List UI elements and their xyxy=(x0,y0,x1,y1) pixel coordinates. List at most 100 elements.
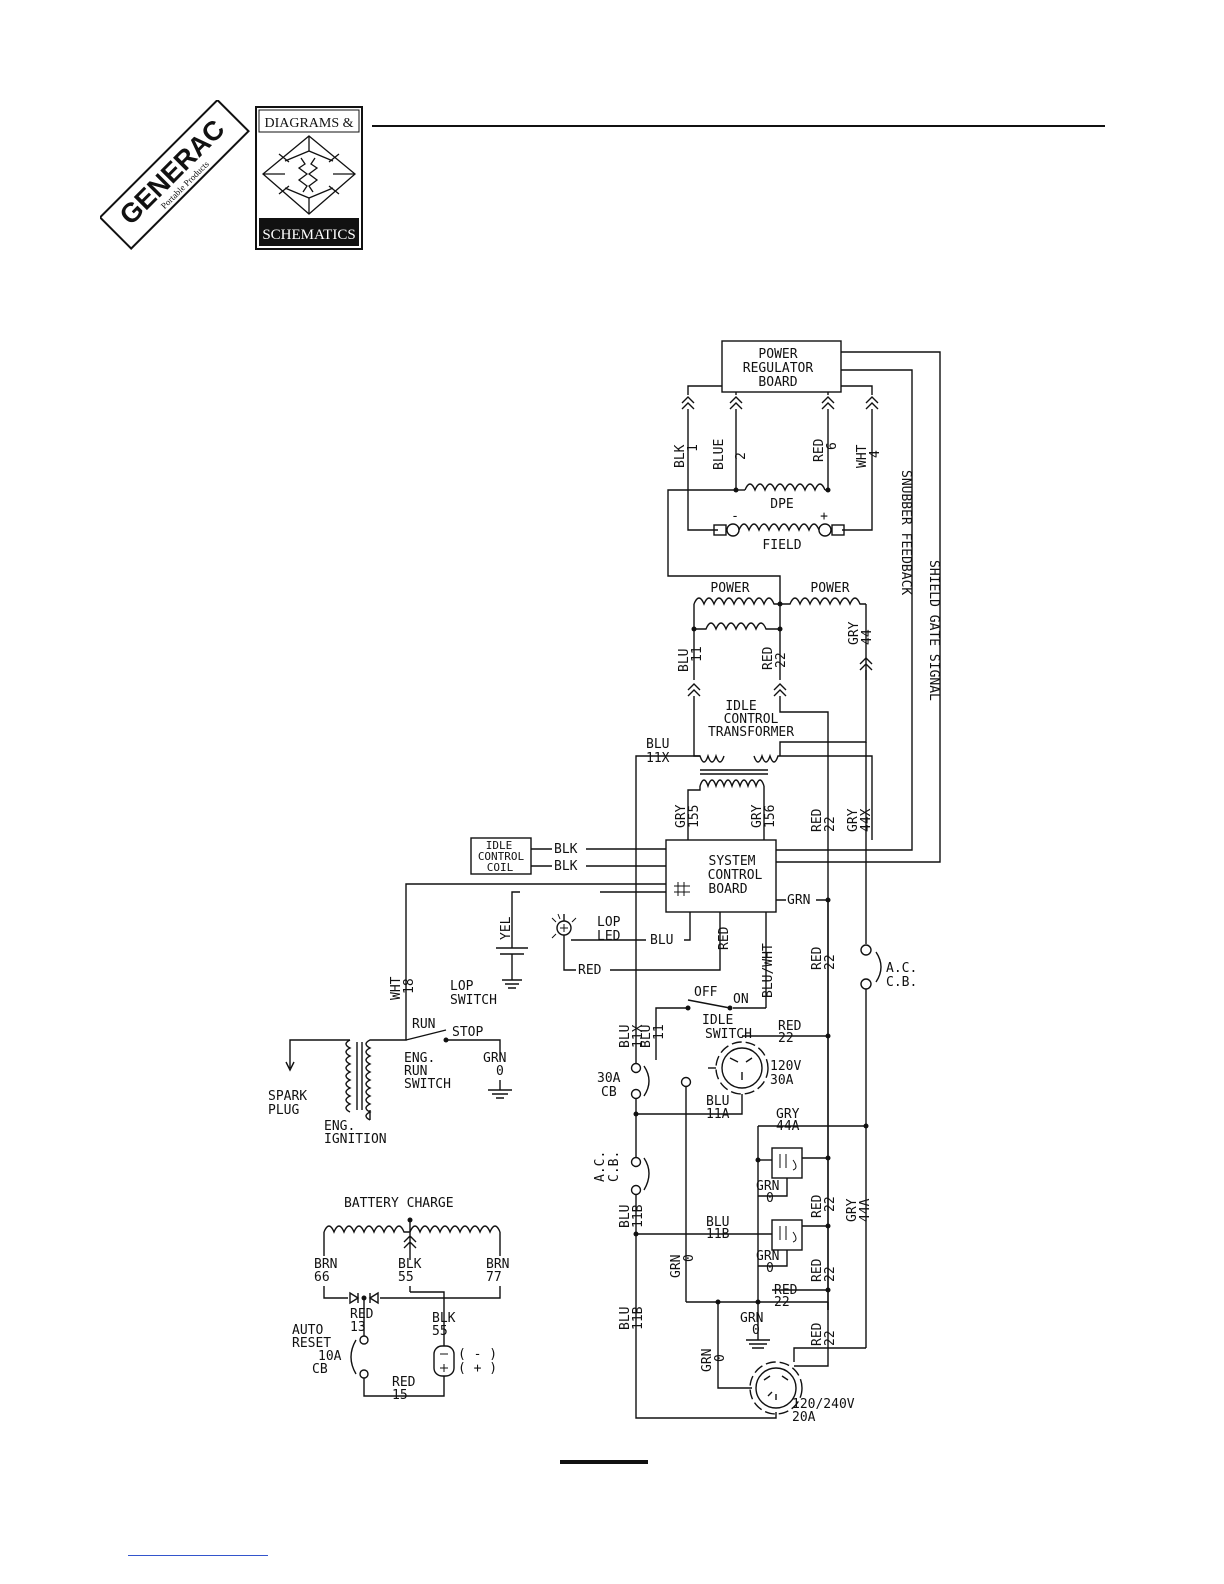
blu-11a-1: BLU xyxy=(706,1094,729,1109)
gry-44a-v-2: 44A xyxy=(858,1198,873,1222)
system-control-board: SYSTEM CONTROL BOARD xyxy=(665,839,777,913)
gry-155-label-2: 155 xyxy=(687,805,702,828)
connector-chevrons xyxy=(681,396,879,410)
blu-11b-c-1: BLU xyxy=(618,1307,633,1330)
gry-44x-label-1: GRY xyxy=(846,808,861,832)
brn-77-1: BRN xyxy=(486,1257,509,1272)
eng-run-label-2: RUN xyxy=(404,1064,427,1079)
eng-ignition-label-1: ENG. xyxy=(324,1119,355,1134)
idle-transformer-label-1: IDLE xyxy=(725,699,756,714)
blu-11b-c-2: 11B xyxy=(631,1306,646,1330)
eng-run-label-1: ENG. xyxy=(404,1051,435,1066)
wire-label-red: RED xyxy=(812,438,827,462)
red-22-f-1: RED xyxy=(774,1283,798,1298)
yel-label: YEL xyxy=(499,916,514,940)
grn-0-r1-1: GRN xyxy=(756,1179,779,1194)
off-label: OFF xyxy=(694,985,718,1000)
blu-led-label: BLU xyxy=(650,933,673,948)
spark-plug-label-2: PLUG xyxy=(268,1103,299,1118)
receptacle-120-240v-20a: 120/240V 20A xyxy=(749,1361,855,1425)
red-22-mid-1: RED xyxy=(810,946,825,970)
blu-11b-a-1: BLU xyxy=(618,1205,633,1228)
acb-right-1: A.C. xyxy=(886,961,917,976)
idle-switch-label-1: IDLE xyxy=(702,1013,733,1028)
cb30-label-1: 30A xyxy=(597,1071,621,1086)
page-number-bar xyxy=(560,1460,648,1464)
idle-switch-label-2: SWITCH xyxy=(705,1027,752,1042)
gry-44a-1: GRY xyxy=(776,1107,800,1122)
on-label: ON xyxy=(733,992,749,1007)
red-22-label-1: RED xyxy=(810,808,825,832)
wire-label-1: 1 xyxy=(686,444,701,452)
auto-reset-1: AUTO xyxy=(292,1323,323,1338)
auto-reset-3: 10A xyxy=(318,1349,342,1364)
brn-77-2: 77 xyxy=(486,1270,502,1285)
blk-55-a-1: BLK xyxy=(398,1257,422,1272)
blu-11b-b-2: 11B xyxy=(706,1227,730,1242)
acb-right-2: C.B. xyxy=(886,975,917,990)
cb30-label-2: CB xyxy=(601,1085,617,1100)
wire-label-6: 6 xyxy=(825,442,840,450)
power-regulator-label-1: POWER xyxy=(758,347,797,362)
red-15-2: 15 xyxy=(392,1388,408,1403)
grn-0-r1-2: 0 xyxy=(766,1191,774,1206)
dpe-label: DPE xyxy=(770,497,793,512)
footer-link-underline[interactable] xyxy=(128,1555,268,1556)
wire-label-4: 4 xyxy=(868,450,883,458)
grn-0-v-2: 0 xyxy=(682,1254,697,1262)
wire-label-blk: BLK xyxy=(673,444,688,468)
auto-reset-2: RESET xyxy=(292,1336,331,1351)
field-winding: - + FIELD xyxy=(713,509,845,553)
acb-left-1: A.C. xyxy=(593,1151,608,1182)
idle-control-coil: IDLE CONTROL COIL xyxy=(470,837,532,875)
power-regulator-label-3: BOARD xyxy=(758,375,797,390)
grn-0-low-2: 0 xyxy=(713,1354,728,1362)
gry-44a-2: 44A xyxy=(776,1119,800,1134)
idle-coil-label-1: IDLE xyxy=(486,839,513,852)
idle-transformer-label-2: CONTROL xyxy=(724,712,779,727)
grn-0-run-2: 0 xyxy=(496,1064,504,1079)
grn-0-run-1: GRN xyxy=(483,1051,506,1066)
blu-11b-b-1: BLU xyxy=(706,1215,729,1230)
red-13-2: 13 xyxy=(350,1320,366,1335)
red-board-label: RED xyxy=(717,926,732,950)
wire-label-wht: WHT xyxy=(855,444,870,468)
field-minus: - xyxy=(731,509,739,524)
red-13-1: RED xyxy=(350,1307,374,1322)
generac-logo: GENERAC Portable Products xyxy=(100,100,250,250)
wire-label-44: 44 xyxy=(860,629,875,645)
blk-55-b-1: BLK xyxy=(432,1311,456,1326)
idle-coil-label-3: COIL xyxy=(487,861,514,874)
red-22-label-2: 22 xyxy=(823,816,838,832)
blu-wht-label: BLU/WHT xyxy=(761,943,776,998)
duplex-receptacle-1 xyxy=(755,1147,831,1197)
receptacle-120v-30a: 120V 30A xyxy=(708,1041,801,1095)
recept-120-30-1: 120V xyxy=(770,1059,801,1074)
recept-240-2: 20A xyxy=(792,1410,816,1425)
blu-11x-b-2: 11X xyxy=(631,1024,646,1048)
red-22-f-2: 22 xyxy=(774,1295,790,1310)
eng-run-switch: RUN STOP ENG. RUN SWITCH GRN 0 xyxy=(404,1017,512,1099)
idle-transformer-coil xyxy=(680,753,800,789)
battery-charge-winding: BATTERY CHARGE xyxy=(323,1196,501,1260)
brn-66-2: 66 xyxy=(314,1270,330,1285)
recept-120-30-2: 30A xyxy=(770,1073,794,1088)
gry-155-label-1: GRY xyxy=(674,804,689,828)
dpe-winding: DPE xyxy=(733,483,831,512)
blu-11a-2: 11A xyxy=(706,1107,730,1122)
battery-connector: ( - ) ( + ) xyxy=(433,1345,497,1377)
battery-charge-label: BATTERY CHARGE xyxy=(344,1196,454,1211)
wire-label-gry: GRY xyxy=(847,621,862,645)
red-22-c-1: RED xyxy=(778,1019,802,1034)
blk-55-b-2: 55 xyxy=(432,1324,448,1339)
lop-switch-label-1: LOP xyxy=(450,979,474,994)
lop-led-label-1: LOP xyxy=(597,915,621,930)
blu-11-b-2: 11 xyxy=(652,1024,667,1040)
wire-label-11: 11 xyxy=(690,646,705,662)
blk-label-b: BLK xyxy=(554,859,578,874)
vertical-shield: SHIELD GATE SIGNAL xyxy=(926,560,941,701)
grn-0-g-1: GRN xyxy=(740,1311,763,1326)
red-22-g-1: RED xyxy=(810,1322,825,1346)
acb-left-2: C.B. xyxy=(607,1151,622,1182)
